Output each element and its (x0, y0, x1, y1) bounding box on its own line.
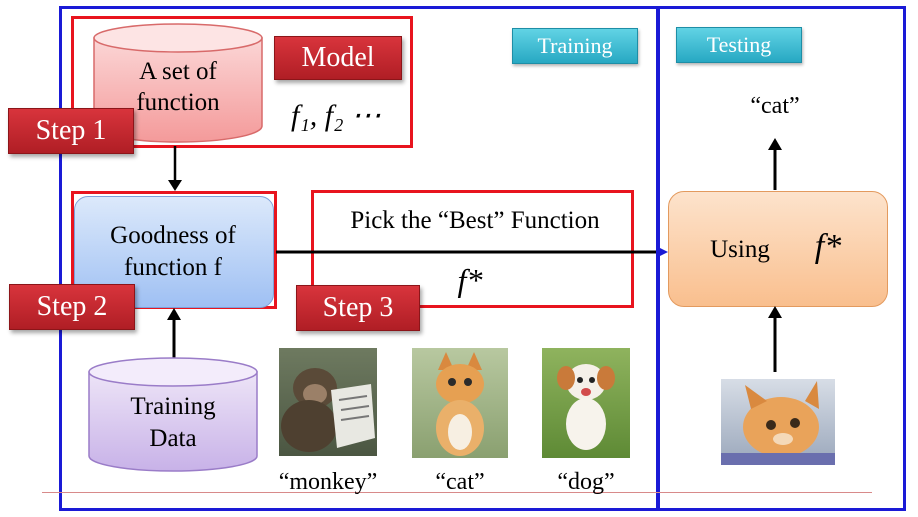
arrow-goodness-to-using (276, 246, 668, 258)
testing-tag: Testing (676, 27, 802, 63)
pick-best-frame (311, 190, 634, 308)
example-label-cat: “cat” (435, 469, 485, 495)
arrow-input-to-using (768, 306, 782, 372)
baseline (42, 492, 872, 493)
output-label: “cat” (750, 93, 800, 119)
cylinder-line2: function (136, 89, 220, 116)
cylinder-line1: A set of (139, 58, 217, 85)
model-frame (71, 16, 413, 148)
testing-frame (656, 6, 906, 511)
using-label: Using (710, 236, 770, 263)
training-data-line1: Training (130, 393, 216, 420)
training-data-cylinder (88, 357, 258, 472)
training-tag: Training (512, 28, 638, 64)
monkey-photo (279, 348, 377, 456)
goodness-line1: Goodness of (110, 222, 236, 249)
cat-photo (721, 379, 835, 465)
pick-best-label: Pick the “Best” Function (350, 207, 600, 234)
model-tag: Model (274, 36, 402, 80)
goodness-line2: function f (124, 254, 222, 281)
step2-tag: Step 2 (9, 284, 135, 330)
puppy-photo (542, 348, 630, 458)
arrow-using-to-output (768, 138, 782, 190)
using-fstar: f* (814, 228, 842, 265)
arrow-model-to-goodness (168, 146, 182, 191)
example-label-dog: “dog” (557, 469, 615, 495)
example-label-monkey: “monkey” (278, 469, 378, 495)
step3-tag: Step 3 (296, 285, 420, 331)
kitten-photo (412, 348, 508, 458)
step1-tag: Step 1 (8, 108, 134, 154)
using-box (668, 191, 888, 307)
function-set-cylinder (93, 23, 263, 143)
pick-fstar: f* (457, 262, 483, 298)
function-list: f₁, f₂ ⋯ (290, 99, 382, 132)
training-data-line2: Data (149, 425, 197, 452)
